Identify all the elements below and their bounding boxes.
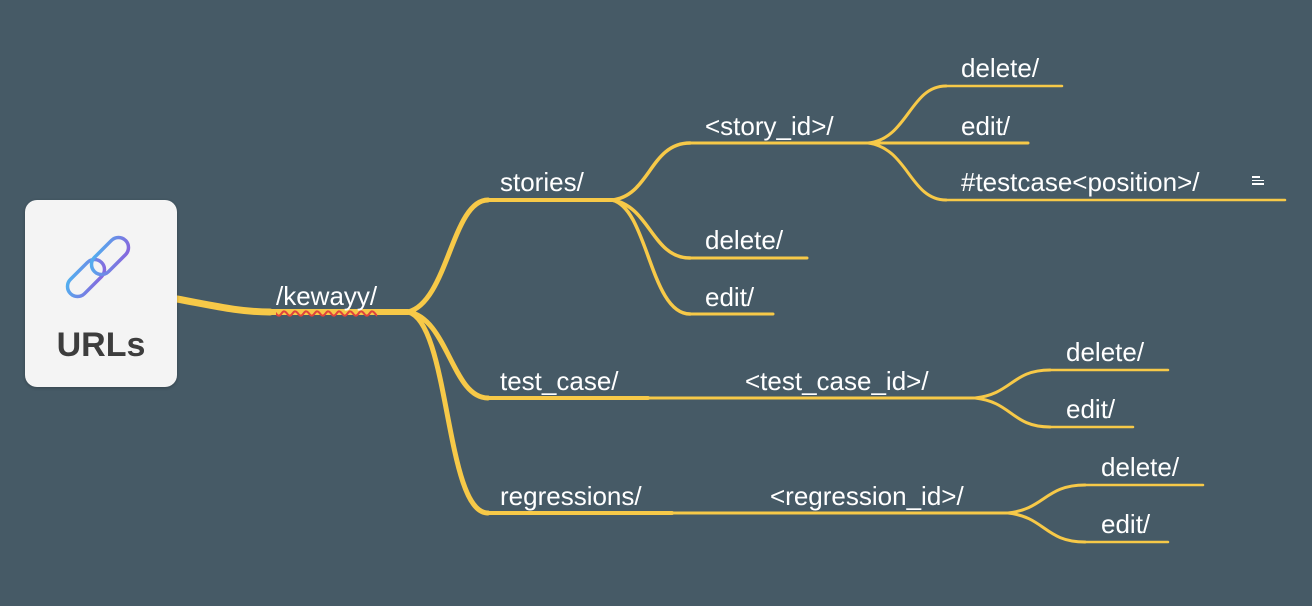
node-story-id-edit[interactable]: edit/ bbox=[961, 111, 1011, 141]
node-regression-id[interactable]: <regression_id>/ bbox=[770, 481, 964, 511]
branch-storyid-delete bbox=[866, 84, 948, 145]
node-test-case-id[interactable]: <test_case_id>/ bbox=[745, 366, 929, 396]
branch-stories-edit bbox=[610, 198, 692, 316]
node-test-case[interactable]: test_case/ bbox=[500, 366, 619, 396]
branch-regressionid-edit bbox=[1006, 511, 1087, 544]
branch-testcaseid-edit bbox=[973, 396, 1052, 429]
node-test-case-edit[interactable]: edit/ bbox=[1066, 394, 1116, 424]
node-story-id-testcase[interactable]: #testcase<position>/ bbox=[961, 167, 1200, 197]
branch-stories-storyid bbox=[610, 141, 692, 202]
node-regressions[interactable]: regressions/ bbox=[500, 481, 642, 511]
node-test-case-delete[interactable]: delete/ bbox=[1066, 337, 1145, 367]
note-icon[interactable] bbox=[1252, 176, 1264, 187]
branch-stories-delete bbox=[610, 198, 692, 260]
branch-keway-stories bbox=[405, 197, 491, 315]
branch-regressionid-delete bbox=[1006, 483, 1087, 515]
node-story-id[interactable]: <story_id>/ bbox=[705, 111, 834, 141]
node-stories-edit[interactable]: edit/ bbox=[705, 282, 755, 312]
node-kewayy[interactable]: /kewayy/ bbox=[276, 281, 378, 311]
node-stories[interactable]: stories/ bbox=[500, 167, 584, 197]
node-regression-delete[interactable]: delete/ bbox=[1101, 452, 1180, 482]
node-stories-delete[interactable]: delete/ bbox=[705, 225, 784, 255]
node-story-id-delete[interactable]: delete/ bbox=[961, 53, 1040, 83]
root-topic-label: URLs bbox=[56, 326, 146, 364]
root-topic-card[interactable] bbox=[25, 200, 177, 387]
branch-storyid-testcase bbox=[866, 141, 948, 202]
branch-root-keway bbox=[173, 295, 274, 316]
node-regression-edit[interactable]: edit/ bbox=[1101, 509, 1151, 539]
branch-keway-testcase bbox=[405, 309, 491, 401]
branch-keway-regressions bbox=[405, 309, 491, 516]
link-icon bbox=[65, 235, 131, 299]
branch-testcaseid-delete bbox=[973, 368, 1052, 400]
